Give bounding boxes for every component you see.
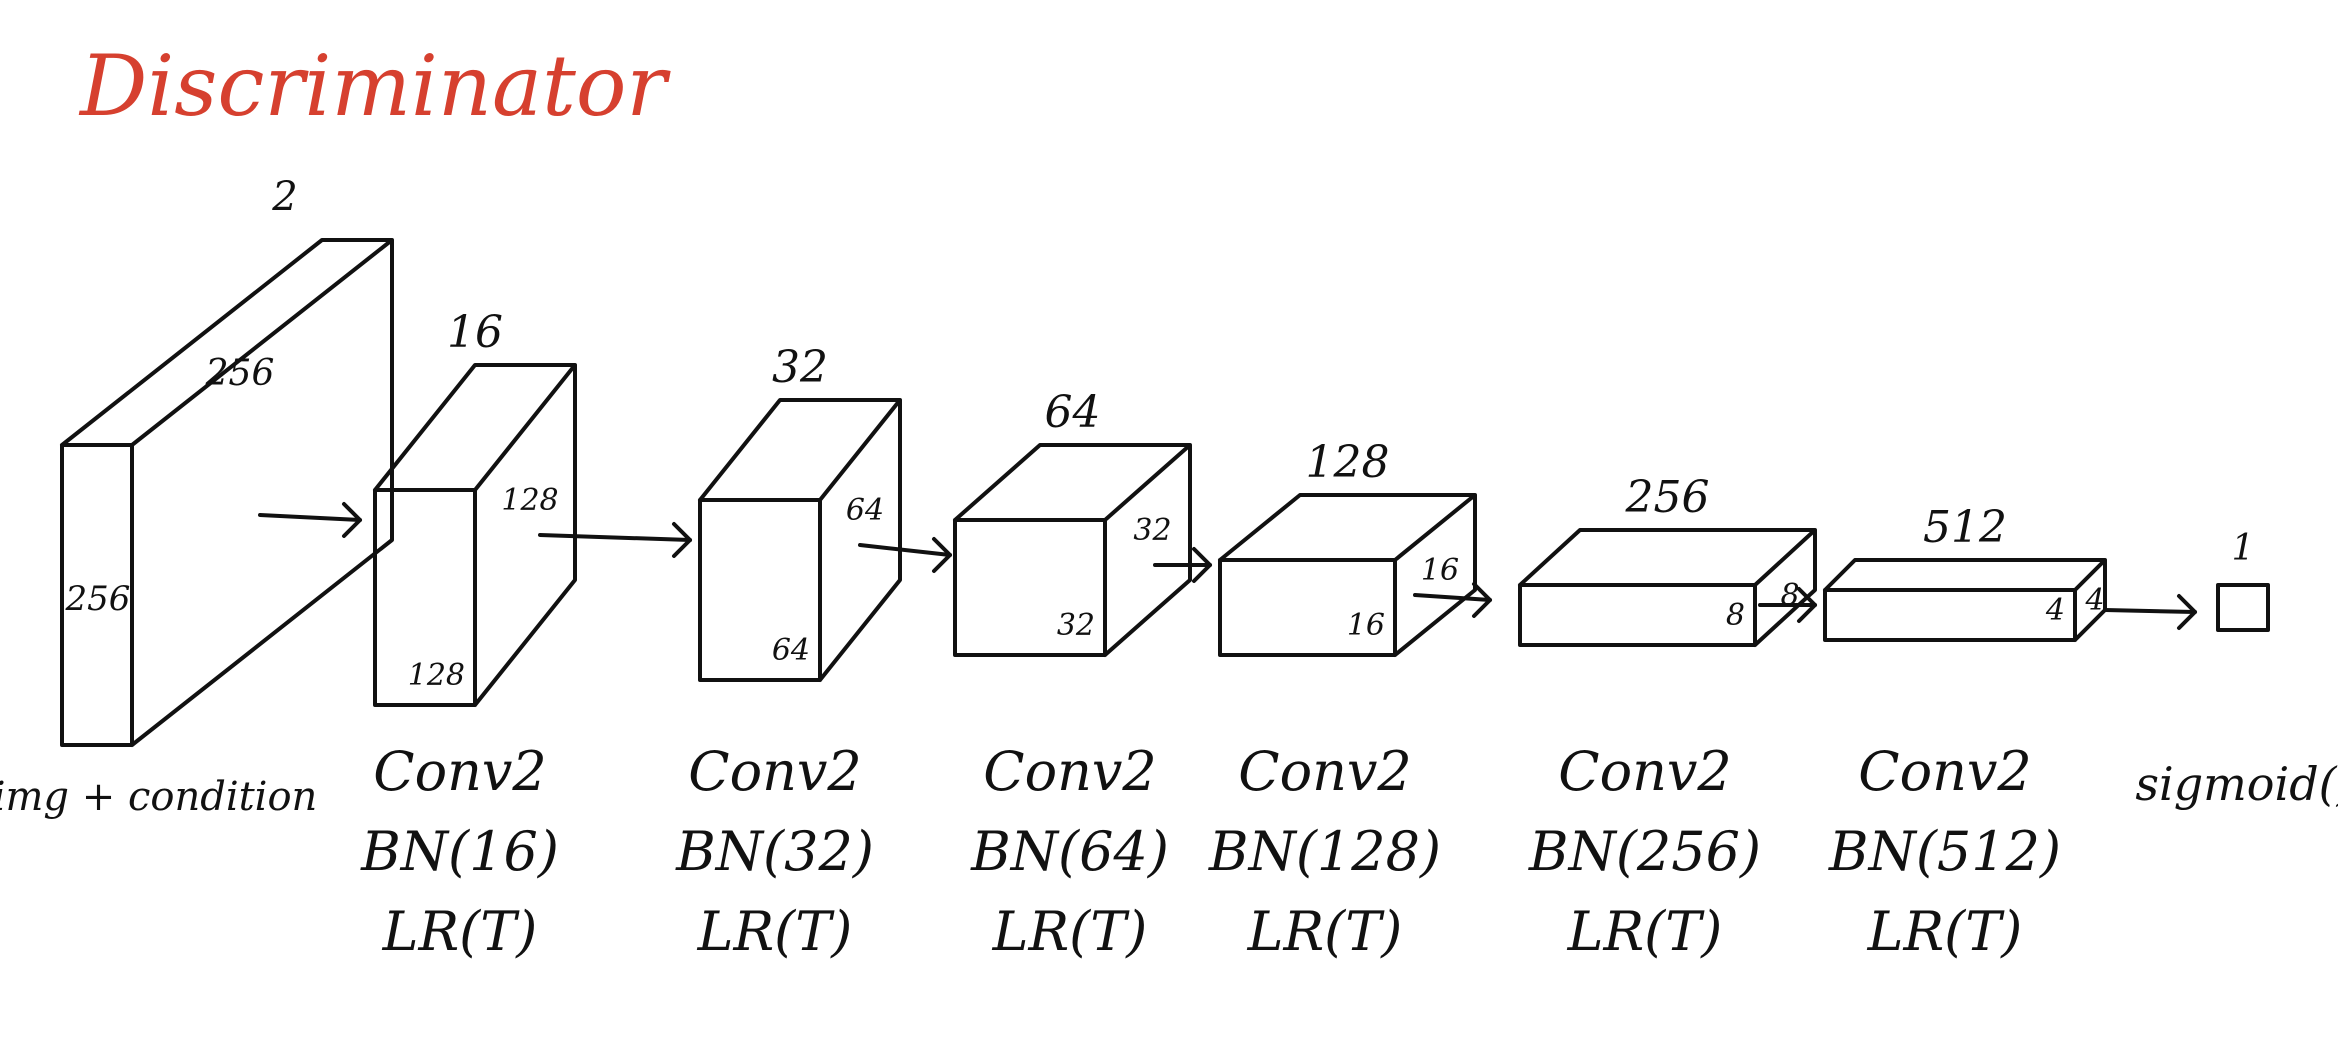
- arrow-block4-to-next: [1413, 582, 1492, 618]
- arrow-block1-to-next: [538, 522, 692, 558]
- block-3-op-3: LR(T): [992, 900, 1148, 963]
- block-5-op-2: BN(256): [1528, 820, 1761, 883]
- block-5-op-3: LR(T): [1567, 900, 1723, 963]
- arrow-block2-to-next: [858, 537, 952, 573]
- output-node: [2216, 583, 2270, 632]
- block-2-height-label: 64: [772, 633, 810, 668]
- block-5-op-1: Conv2: [1558, 740, 1731, 803]
- arrow-block6-to-next: [2103, 594, 2197, 630]
- block-6-op-3: LR(T): [1867, 900, 2023, 963]
- block-2-tensor: [698, 398, 902, 682]
- block-4-op-3: LR(T): [1247, 900, 1403, 963]
- block-1-width-label: 128: [501, 483, 558, 518]
- block-3-depth-label: 64: [1045, 387, 1101, 438]
- block-4-width-label: 16: [1421, 553, 1459, 588]
- block-1-op-3: LR(T): [382, 900, 538, 963]
- block-1-op-1: Conv2: [373, 740, 546, 803]
- diagram-title: Discriminator: [78, 37, 671, 135]
- block-5-width-label: 8: [1780, 578, 1799, 613]
- block-6-depth-label: 512: [1923, 502, 2007, 553]
- input-depth-label: 2: [271, 174, 297, 220]
- block-5-height-label: 8: [1726, 598, 1745, 633]
- block-2-op-1: Conv2: [688, 740, 861, 803]
- block-5-tensor: [1518, 528, 1817, 647]
- block-2-width-label: 64: [846, 493, 884, 528]
- block-1-tensor: [373, 363, 577, 707]
- block-6-op-1: Conv2: [1858, 740, 2031, 803]
- output-size-label: 1: [2232, 528, 2255, 569]
- block-1-op-2: BN(16): [360, 820, 559, 883]
- arrow-input-to-block1: [258, 502, 362, 538]
- block-2-op-2: BN(32): [675, 820, 874, 883]
- block-3-op-2: BN(64): [970, 820, 1169, 883]
- block-4-tensor: [1218, 493, 1477, 657]
- output-caption: sigmoid(): [2135, 757, 2338, 811]
- block-2-op-3: LR(T): [697, 900, 853, 963]
- block-6-width-label: 4: [2084, 583, 2104, 618]
- arrow-block3-to-next: [1153, 547, 1212, 583]
- block-1-depth-label: 16: [447, 307, 503, 358]
- block-5-depth-label: 256: [1625, 472, 1710, 523]
- block-4-op-1: Conv2: [1238, 740, 1411, 803]
- block-4-height-label: 16: [1347, 608, 1385, 643]
- input-height-label: 256: [65, 579, 131, 619]
- arrow-block5-to-next: [1758, 587, 1817, 623]
- block-1-height-label: 128: [408, 658, 465, 693]
- block-4-depth-label: 128: [1306, 437, 1390, 488]
- block-3-tensor: [953, 443, 1192, 657]
- block-6-op-2: BN(512): [1828, 820, 2061, 883]
- block-2-depth-label: 32: [772, 342, 828, 393]
- block-3-op-1: Conv2: [983, 740, 1156, 803]
- input-caption: img + condition: [0, 774, 317, 820]
- block-4-op-2: BN(128): [1208, 820, 1441, 883]
- block-6-height-label: 4: [2045, 593, 2065, 628]
- input-tensor: [60, 238, 394, 747]
- input-width-label: 256: [205, 353, 275, 394]
- block-3-width-label: 32: [1133, 513, 1171, 548]
- block-3-height-label: 32: [1057, 608, 1095, 643]
